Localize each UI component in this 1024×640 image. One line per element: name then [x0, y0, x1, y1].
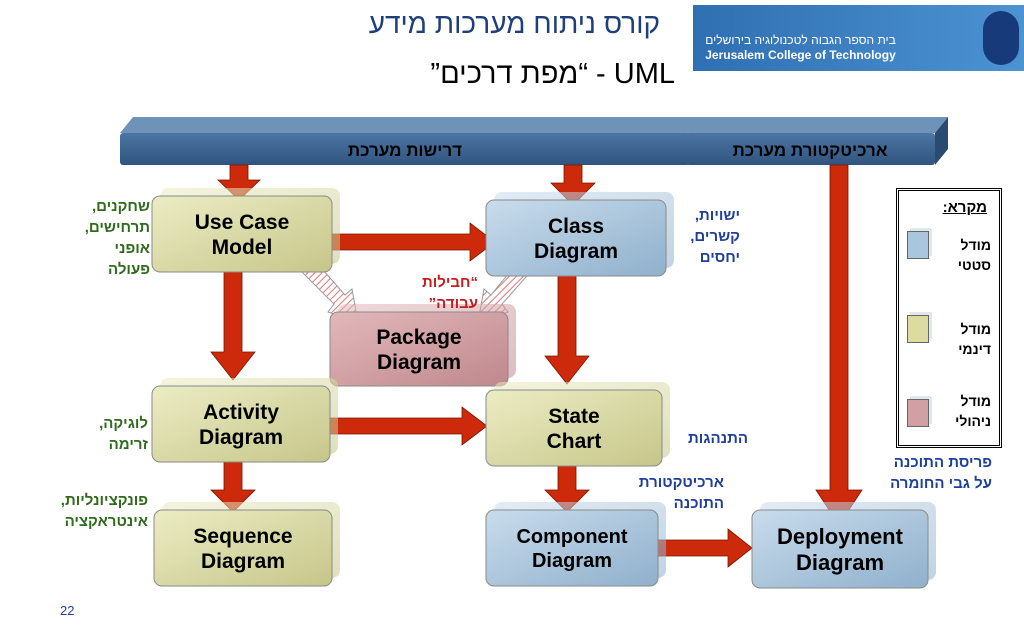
sequence-annotation: פונקציונליות, אינטראקציה [0, 490, 148, 532]
activity-annotation-line-2: זרימה [108, 436, 148, 453]
page-subtitle: UML - “מפת דרכים” [430, 58, 675, 90]
state-box-line-2: Chart [547, 430, 602, 453]
arrow-component-to-deployment [655, 528, 753, 568]
usecase-annotation-line-4: פעולה [108, 261, 150, 278]
arrow-usecase-to-class [329, 222, 496, 262]
package-annotation: “חבילות עבודה” [318, 272, 478, 314]
component-annotation-line-1: ארכיטקטורת [638, 474, 724, 491]
package-box-line-2: Diagram [377, 351, 461, 374]
sequence-box-line-2: Diagram [201, 550, 285, 573]
legend-dynamic-line1: מודל [960, 321, 991, 337]
legend-static-label: מודל סטטי [931, 235, 991, 275]
legend-dynamic-line2: דינמי [958, 341, 991, 357]
class-box-line-1: Class [548, 215, 604, 238]
legend-static-swatch [907, 231, 929, 259]
class-annotation-line-2: קשרים, [690, 228, 740, 245]
deployment-box-line-1: Deployment [777, 524, 904, 549]
logo-hebrew-text: בית הספר הגבוה לטכנולוגיה בירושלים [705, 33, 896, 47]
package-annotation-line-1: “חבילות [421, 274, 478, 291]
package-box-line-1: Package [376, 326, 461, 349]
deployment-annotation: פריסת התוכנה על גבי החומרה [832, 452, 992, 494]
usecase-annotation-line-1: שחקנים, [91, 198, 150, 215]
arrow-activity-to-sequence [210, 461, 256, 513]
state-box-line-1: State [548, 405, 599, 428]
package-annotation-line-2: עבודה” [428, 295, 478, 312]
sequence-annotation-line-2: אינטראקציה [64, 513, 148, 530]
legend-managerial-label: מודל ניהולי [931, 391, 991, 431]
logo-badge-icon [983, 11, 1019, 65]
activity-annotation: לוגיקה, זרימה [0, 413, 148, 455]
activity-annotation-line-1: לוגיקה, [99, 415, 148, 432]
activity-box-line-2: Diagram [199, 426, 283, 449]
class-annotation-line-1: ישויות, [694, 207, 740, 224]
legend: מקרא: מודל סטטי מודל דינמי מודל ניהולי [896, 188, 1002, 448]
activity-box-line-1: Activity [203, 401, 279, 424]
class-annotation-line-3: יחסים [699, 249, 740, 266]
deployment-annotation-line-2: על גבי החומרה [890, 475, 992, 492]
arrow-activity-to-state [325, 406, 488, 446]
legend-title: מקרא: [942, 199, 987, 216]
deployment-annotation-line-1: פריסת התוכנה [893, 454, 992, 471]
component-annotation-line-2: התוכנה [673, 495, 724, 512]
class-box-line-2: Diagram [534, 240, 618, 263]
legend-managerial-line1: מודל [960, 393, 991, 409]
legend-managerial-swatch [907, 399, 929, 427]
page-title: קורס ניתוח מערכות מידע [368, 8, 660, 39]
sequence-annotation-line-1: פונקציונליות, [60, 492, 148, 509]
legend-dynamic-label: מודל דינמי [931, 319, 991, 359]
legend-dynamic-swatch [907, 315, 929, 343]
sequence-box-line-1: Sequence [193, 525, 292, 548]
legend-static-line1: מודל [960, 237, 991, 253]
component-box-line-1: Component [516, 526, 627, 548]
class-annotation: ישויות, קשרים, יחסים [580, 205, 740, 268]
legend-static-line2: סטטי [957, 257, 991, 273]
component-annotation: ארכיטקטורת התוכנה [564, 472, 724, 514]
arrow-class-to-state [544, 275, 590, 385]
usecase-annotation: שחקנים, תרחישים, אופני פעולה [0, 196, 150, 280]
requirements-bar-label: דרישות מערכת [348, 141, 462, 160]
usecase-annotation-line-3: אופני [114, 240, 150, 257]
page-number: 22 [60, 603, 75, 618]
usecase-box-line-1: Use Case [195, 211, 290, 234]
component-box-line-2: Diagram [532, 550, 612, 572]
state-annotation: התנהגות [588, 428, 748, 449]
arrow-state-to-component [544, 465, 590, 513]
flow-arrows [210, 164, 863, 568]
logo-english-text: Jerusalem College of Technology [705, 48, 896, 62]
usecase-annotation-line-2: תרחישים, [84, 219, 150, 236]
requirements-bar: דרישות מערכת [120, 117, 703, 165]
architecture-bar: ארכיטקטורת מערכת [686, 117, 948, 165]
arrow-usecase-to-activity [210, 271, 256, 381]
deployment-box-line-2: Diagram [796, 550, 884, 575]
architecture-bar-label: ארכיטקטורת מערכת [733, 141, 888, 160]
usecase-box-line-2: Model [212, 236, 273, 259]
college-logo: בית הספר הגבוה לטכנולוגיה בירושלים Jerus… [693, 5, 1024, 71]
state-annotation-line-1: התנהגות [688, 430, 748, 447]
legend-managerial-line2: ניהולי [955, 413, 991, 429]
